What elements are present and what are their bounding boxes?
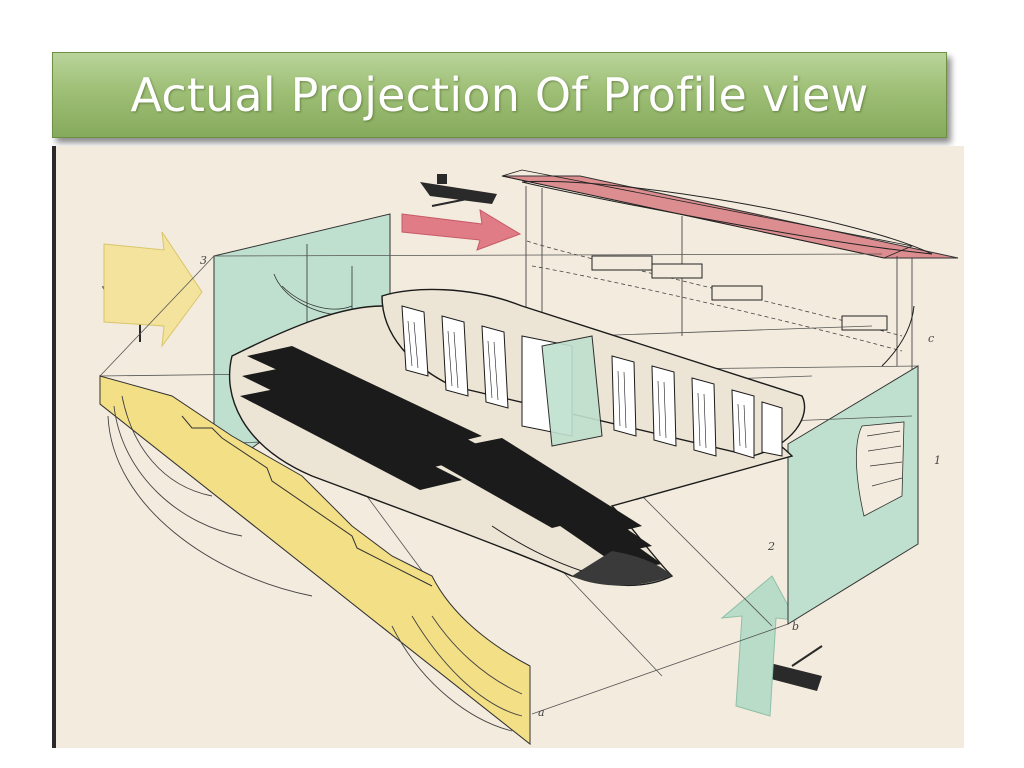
projection-figure: 3 1 2 a b c [52,146,964,748]
profile-plane [99,374,531,746]
label-b: b [792,620,799,633]
label-a: a [538,706,545,719]
label-3: 3 [200,254,207,267]
red-arrow-icon [401,209,522,251]
ship-hull [228,288,915,587]
yellow-arrow-icon [103,231,203,348]
green-arrow-icon [720,575,797,717]
body-plan-plane-right [787,365,919,625]
label-c: c [928,332,934,345]
slide-title-bar: Actual Projection Of Profile view [52,52,947,138]
slide-title: Actual Projection Of Profile view [130,68,869,122]
label-1: 1 [934,454,941,467]
plan-view-plane [501,169,959,376]
ship-projection-diagram: 3 1 2 a b c [52,146,959,748]
label-2: 2 [767,540,775,553]
boat-top-icon [420,174,497,207]
scan-edge [52,146,56,748]
